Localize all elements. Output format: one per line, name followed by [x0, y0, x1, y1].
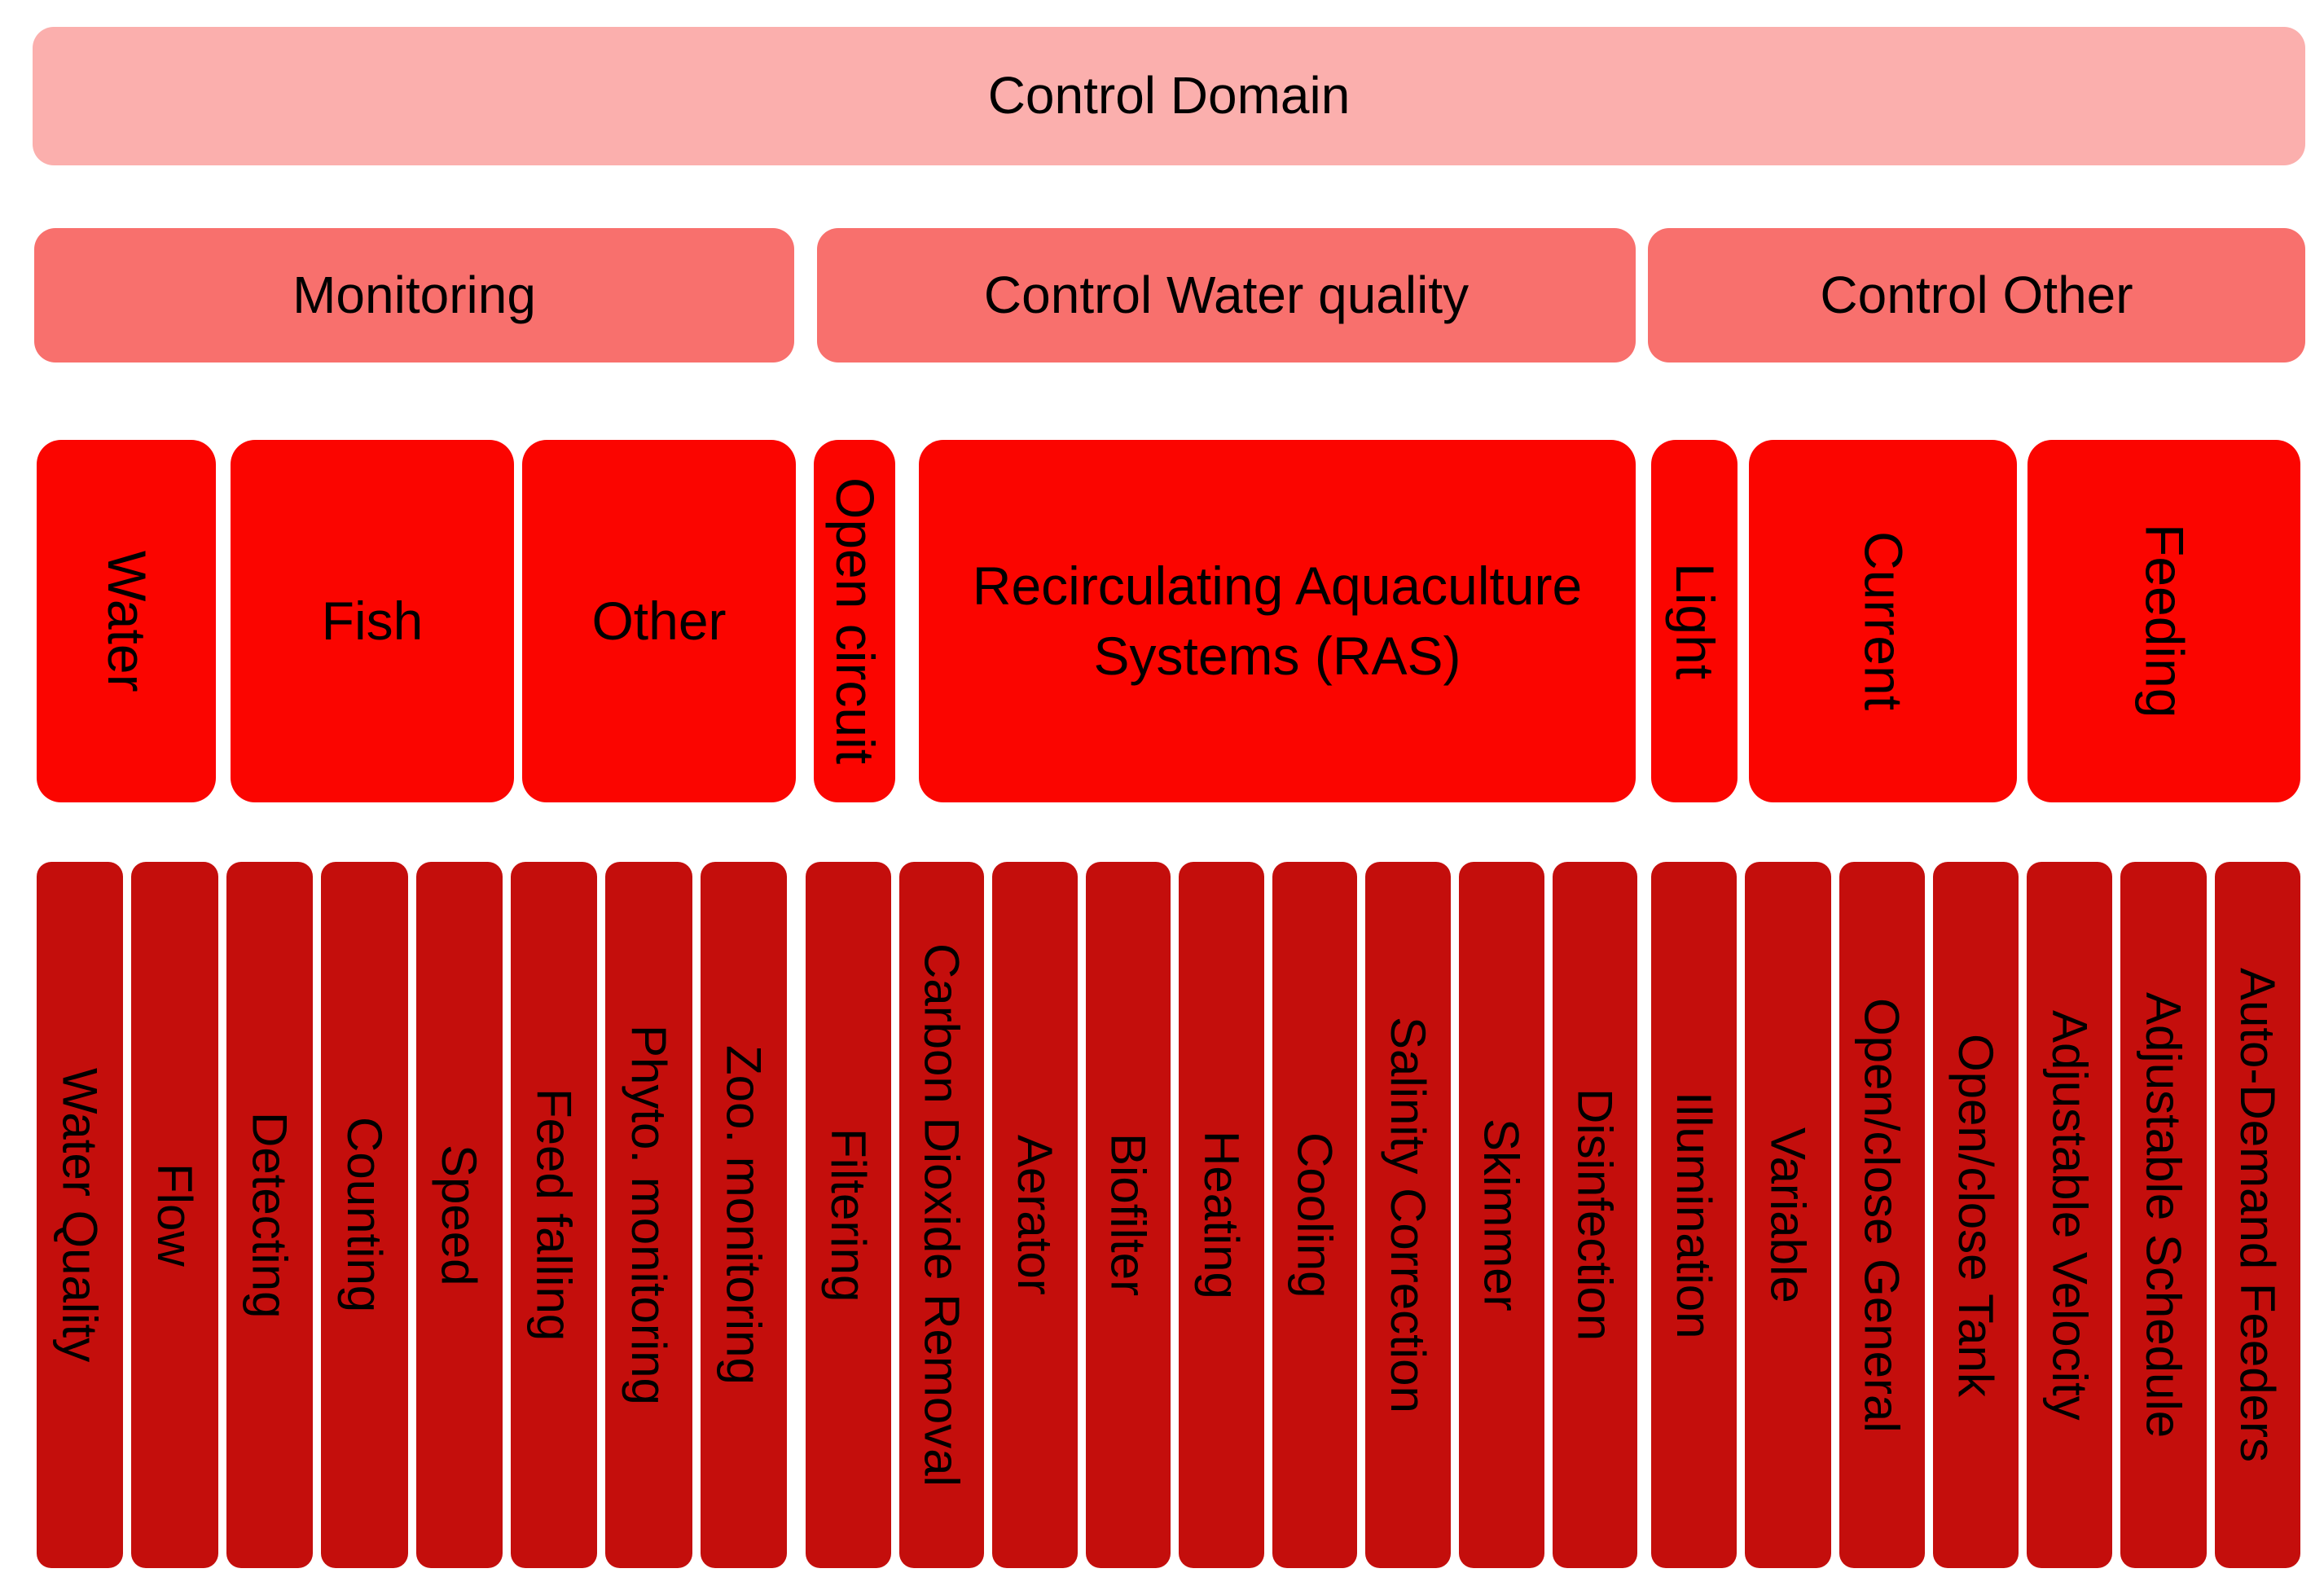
leaf-speed: Speed: [415, 862, 503, 1568]
leaf-salinity-correction: Salinity Correction: [1365, 862, 1451, 1568]
node-feeding: Feeding: [2027, 440, 2300, 802]
leaf-filtering: Filtering: [806, 862, 891, 1568]
node-light: Light: [1651, 440, 1738, 802]
leaf-biofilter: Biofilter: [1085, 862, 1171, 1568]
leaf-open-close-tank: Open/close Tank: [1932, 862, 2019, 1568]
leaf-skimmer: Skimmer: [1458, 862, 1544, 1568]
leaf-illumination: Illumination: [1651, 862, 1738, 1568]
group-control-other-leaves: Illumination Variable Open/close General…: [1651, 862, 2300, 1568]
leaf-cooling: Cooling: [1272, 862, 1358, 1568]
node-control-water-quality: Control Water quality: [817, 228, 1636, 362]
leaf-zoo-monitoring: Zoo. monitoring: [700, 862, 787, 1568]
leaf-heating: Heating: [1179, 862, 1264, 1568]
leaf-adjustable-velocity: Adjustable Velocity: [2027, 862, 2113, 1568]
leaf-aerator: Aerator: [992, 862, 1078, 1568]
leaf-disinfection: Disinfection: [1552, 862, 1638, 1568]
leaf-adjustable-schedule: Adjustable Schedule: [2120, 862, 2207, 1568]
leaf-water-quality: Water Quality: [37, 862, 124, 1568]
node-control-other: Control Other: [1648, 228, 2305, 362]
node-monitoring: Monitoring: [34, 228, 794, 362]
group-control-water-quality-leaves: Filtering Carbon Dioxide Removal Aerator…: [806, 862, 1638, 1568]
leaf-auto-demand-feeders: Auto-Demand Feeders: [2214, 862, 2300, 1568]
leaf-detecting: Detecting: [226, 862, 314, 1568]
node-other: Other: [522, 440, 796, 802]
leaf-counting: Counting: [321, 862, 408, 1568]
node-water: Water: [37, 440, 216, 802]
node-ras: Recirculating Aquaculture Systems (RAS): [919, 440, 1636, 802]
leaf-feed-falling: Feed falling: [510, 862, 598, 1568]
group-monitoring-leaves: Water Quality Flow Detecting Counting Sp…: [37, 862, 787, 1568]
node-open-circuit: Open circuit: [814, 440, 895, 802]
node-control-domain: Control Domain: [33, 27, 2305, 165]
node-fish: Fish: [231, 440, 514, 802]
leaf-open-close-general: Open/close General: [1839, 862, 1925, 1568]
leaf-flow: Flow: [131, 862, 218, 1568]
leaf-carbon-dioxide-removal: Carbon Dioxide Removal: [898, 862, 985, 1568]
leaf-variable: Variable: [1745, 862, 1831, 1568]
node-current: Current: [1749, 440, 2017, 802]
leaf-phyto-monitoring: Phyto. monitoring: [605, 862, 692, 1568]
